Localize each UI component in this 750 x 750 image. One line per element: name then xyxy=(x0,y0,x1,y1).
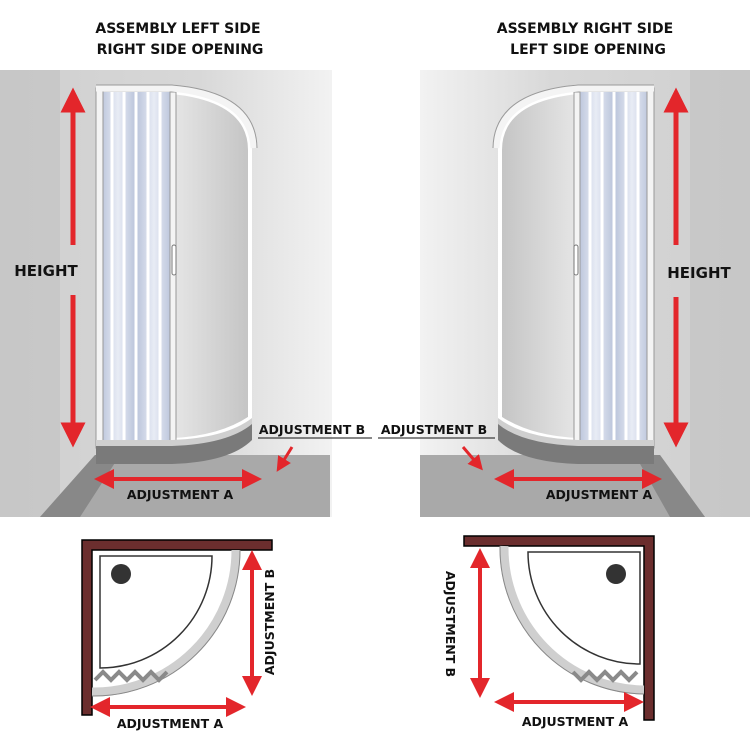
right-plan-drain xyxy=(606,564,626,584)
left-title-line2: RIGHT SIDE OPENING xyxy=(97,42,264,58)
right-top-rail xyxy=(492,84,654,149)
left-plan-curved-glass-edge xyxy=(91,549,241,697)
right-plan-folded-door xyxy=(571,669,639,683)
right-plan-curved-glass-edge xyxy=(499,545,645,695)
left-shower-tray xyxy=(96,420,252,464)
right-frame-post xyxy=(646,87,655,449)
left-adjustment-a-label: ADJUSTMENT A xyxy=(127,487,234,502)
left-plan-tray-outline xyxy=(99,555,213,669)
left-top-rail-edge xyxy=(96,84,258,149)
right-plan-adjustment-a-label: ADJUSTMENT A xyxy=(522,714,629,729)
left-plan-adjustment-b-label: ADJUSTMENT B xyxy=(262,569,277,675)
right-panel-folds xyxy=(588,92,640,442)
right-curved-glass xyxy=(498,89,580,443)
right-adjustment-b-arrow xyxy=(461,446,483,471)
right-plan-wall xyxy=(463,535,655,721)
left-side-wall-shadow xyxy=(0,70,60,517)
right-title-line1: ASSEMBLY RIGHT SIDE xyxy=(497,21,673,37)
right-side-wall-shadow xyxy=(690,70,750,517)
right-plan-adjustment-b-label: ADJUSTMENT B xyxy=(443,571,458,677)
left-door-handle xyxy=(171,244,177,276)
left-adjustment-b-label: ADJUSTMENT B xyxy=(259,422,365,437)
right-plan-view: ADJUSTMENT A ADJUSTMENT B xyxy=(443,535,655,729)
left-plan-view: ADJUSTMENT A ADJUSTMENT B xyxy=(81,539,277,731)
left-top-rail xyxy=(96,84,258,149)
left-plan-wall xyxy=(81,539,273,716)
left-curved-glass xyxy=(170,89,252,443)
right-assembly-view: ASSEMBLY RIGHT SIDE LEFT SIDE OPENING HE… xyxy=(378,21,750,517)
left-tray-top xyxy=(96,418,252,446)
right-adjustment-b-label: ADJUSTMENT B xyxy=(381,422,487,437)
right-title-line2: LEFT SIDE OPENING xyxy=(510,42,666,58)
left-frame-post xyxy=(95,87,104,449)
right-height-label: HEIGHT xyxy=(667,264,731,282)
right-top-rail-edge xyxy=(492,84,654,149)
right-shower-tray xyxy=(498,420,654,464)
left-plan-curved-glass xyxy=(91,549,241,697)
right-adjustment-a-label: ADJUSTMENT A xyxy=(546,487,653,502)
left-plan-drain xyxy=(111,564,131,584)
right-plan-curved-glass xyxy=(499,545,645,695)
left-plan-folded-door xyxy=(93,669,169,683)
left-height-label: HEIGHT xyxy=(14,262,78,280)
right-door-handle xyxy=(573,244,579,276)
left-plan-adjustment-a-label: ADJUSTMENT A xyxy=(117,716,224,731)
left-adjustment-b-arrow xyxy=(276,446,294,472)
left-assembly-view: ASSEMBLY LEFT SIDE RIGHT SIDE OPENING HE… xyxy=(0,21,372,517)
left-panel-folds xyxy=(110,92,162,442)
left-title-line1: ASSEMBLY LEFT SIDE xyxy=(95,21,260,37)
right-tray-top xyxy=(498,418,654,446)
